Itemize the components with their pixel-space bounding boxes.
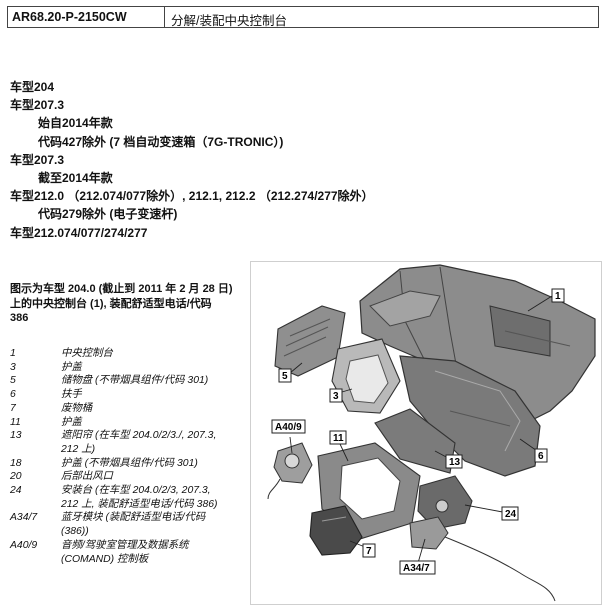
mounting-bracket-part: [417, 475, 473, 530]
legend-item: (COMAND) 控制板: [10, 553, 248, 567]
legend-item: 18 护盖 (不带烟具组件/代码 301): [10, 457, 248, 471]
legend-number: 7: [10, 402, 16, 414]
legend-item: 24 安装台 (在车型 204.0/2/3, 207.3,: [10, 484, 248, 498]
legend-item: 20 后部出风口: [10, 470, 248, 484]
legend-item: 6 扶手: [10, 388, 248, 402]
applicability-line: 代码279除外 (电子变速杆): [38, 207, 178, 222]
applicability-line: 车型207.3: [10, 152, 65, 167]
legend-description: 212 上, 装配舒适型电话/代码 386): [61, 498, 218, 510]
legend-description: 废物桶: [61, 402, 93, 414]
legend-number: 1: [10, 348, 16, 359]
legend-item: (386)): [10, 525, 248, 539]
legend-number: [10, 443, 61, 457]
legend-description: 护盖: [61, 361, 82, 373]
waste-bin-part: [309, 505, 363, 556]
legend-description: 后部出风口: [61, 471, 113, 483]
armrest-part: [399, 355, 541, 477]
legend-number: [10, 498, 61, 512]
legend-description: 扶手: [61, 389, 82, 401]
caption-line: 386: [10, 312, 29, 325]
document-code: AR68.20-P-2150CW: [8, 7, 165, 27]
legend-number: 11: [10, 416, 21, 428]
callout-5: 5: [282, 371, 288, 382]
legend-item: 212 上, 装配舒适型电话/代码 386): [10, 498, 248, 512]
applicability-line: 代码427除外 (7 档自动变速箱（7G-TRONIC）): [38, 134, 284, 149]
callout-a40-9: A40/9: [275, 422, 302, 433]
legend-number: 13: [10, 430, 22, 442]
exploded-view-figure: 1 5 3 6 A40/9 11 13 24 7 A34/7: [250, 261, 602, 605]
legend-number: 3: [10, 361, 16, 373]
legend-description: (COMAND) 控制板: [61, 553, 149, 565]
legend-number: [10, 553, 61, 567]
legend-item: 1 中央控制台: [10, 347, 248, 361]
legend-number: 6: [10, 389, 16, 401]
callout-1: 1: [555, 291, 561, 302]
legend-description: (386)): [61, 526, 89, 538]
legend-description: 蓝牙模块 (装配舒适型电话/代码: [61, 512, 206, 524]
center-console-part: [359, 264, 596, 427]
legend-item: 5 储物盘 (不带烟具组件/代码 301): [10, 374, 248, 388]
legend-item: 212 上): [10, 443, 248, 457]
applicability-line: 车型207.3: [10, 98, 65, 113]
caption-line: 上的中央控制台 (1), 装配舒适型电话/代码: [10, 297, 212, 310]
figure-caption: 图示为车型 204.0 (截止到 2011 年 2 月 28 日) 上的中央控制台…: [10, 282, 246, 326]
callout-11: 11: [333, 433, 344, 444]
legend-number: 24: [10, 485, 22, 497]
caption-line: 图示为车型 204.0 (截止到 2011 年 2 月 28 日): [10, 283, 233, 295]
applicability-line: 车型212.0 （212.074/077除外）, 212.1, 212.2 （2…: [10, 189, 374, 204]
legend-number: 5: [10, 375, 16, 387]
callout-a34-7: A34/7: [403, 563, 430, 574]
document-header-table: AR68.20-P-2150CW 分解/装配中央控制台: [7, 6, 599, 28]
legend-item: 11 护盖: [10, 416, 248, 430]
legend-description: 音频/驾驶室管理及数据系统: [61, 539, 189, 551]
applicability-line: 始自2014年款: [38, 116, 113, 131]
legend-item: A34/7 蓝牙模块 (装配舒适型电话/代码: [10, 511, 248, 525]
callout-7: 7: [366, 546, 372, 557]
applicability-line: 车型212.074/077/274/277: [10, 225, 148, 240]
leader-lines: [289, 295, 553, 564]
legend-description: 护盖 (不带烟具组件/代码 301): [61, 457, 198, 469]
callout-6: 6: [538, 451, 544, 462]
figure-callouts: 1 5 3 6 A40/9 11 13 24 7 A34/7: [271, 288, 565, 575]
callout-3: 3: [333, 391, 339, 402]
cover-part: [331, 338, 401, 414]
bluetooth-module-part: [409, 516, 556, 602]
legend-description: 212 上): [61, 443, 96, 455]
legend-number: 18: [10, 457, 22, 469]
comand-control-panel-part: [267, 442, 313, 500]
legend-item: A40/9 音频/驾驶室管理及数据系统: [10, 539, 248, 553]
legend-description: 中央控制台: [61, 348, 113, 359]
legend-number: A34/7: [10, 512, 38, 524]
applicability-line: 车型204: [10, 80, 55, 94]
legend-item: 7 废物桶: [10, 402, 248, 416]
legend-number: [10, 525, 61, 539]
legend-description: 护盖: [61, 416, 82, 428]
legend-item: 3 护盖: [10, 361, 248, 375]
legend-item: 13 遮阳帘 (在车型 204.0/2/3./, 207.3,: [10, 429, 248, 443]
legend-number: 20: [10, 471, 22, 483]
applicability-list: 车型204 车型207.3 始自2014年款代码427除外 (7 档自动变速箱（7G…: [10, 78, 600, 242]
document-title: 分解/装配中央控制台: [171, 14, 287, 28]
legend-description: 储物盘 (不带烟具组件/代码 301): [61, 375, 209, 387]
legend-list: 1 中央控制台 3 护盖 5 储物盘 (不带烟具组件/代码 301) 6 扶手 7 废物桶 11 护盖…: [10, 347, 248, 566]
callout-24: 24: [505, 509, 517, 520]
legend-description: 遮阳帘 (在车型 204.0/2/3./, 207.3,: [61, 430, 217, 442]
legend-number: A40/9: [10, 539, 38, 551]
legend-description: 安装台 (在车型 204.0/2/3, 207.3,: [61, 485, 211, 497]
callout-13: 13: [449, 457, 461, 468]
applicability-line: 截至2014年款: [38, 170, 113, 185]
